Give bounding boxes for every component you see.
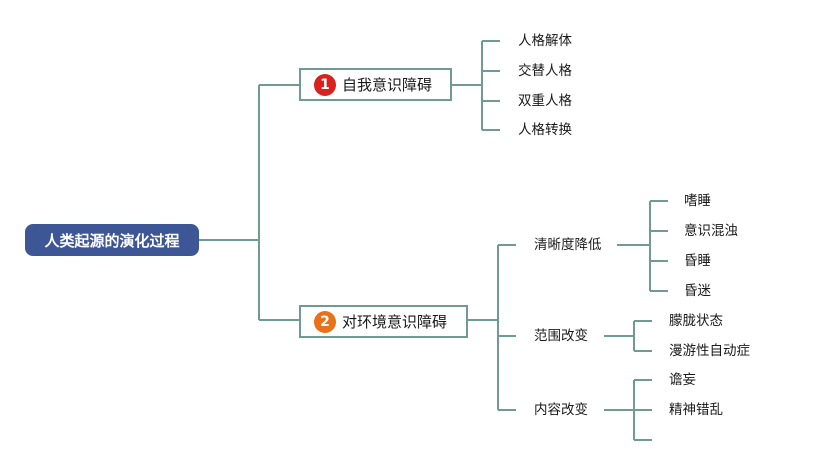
leaf-node: 嗜睡 [684,193,711,209]
leaf-node: 精神错乱 [669,402,723,418]
root-label: 人类起源的演化过程 [44,231,180,250]
number-badge-1: 1 [314,73,336,96]
leaf-node: 昏睡 [684,253,711,269]
subbranch-node: 清晰度降低 [534,237,602,253]
leaf-node: 交替人格 [518,63,572,79]
leaf-node: 漫游性自动症 [669,343,750,359]
leaf-node: 昏迷 [684,283,711,299]
root-node: 人类起源的演化过程 [25,224,199,256]
subbranch-node: 范围改变 [534,328,588,344]
branch-node-environment-awareness: 2 对环境意识障碍 [299,305,468,338]
leaf-node: 朦胧状态 [669,313,723,329]
number-badge-2: 2 [314,310,336,333]
leaf-node: 双重人格 [518,93,572,109]
leaf-node: 意识混浊 [684,223,738,239]
subbranch-node: 内容改变 [534,402,588,418]
leaf-node: 人格转换 [518,122,572,138]
leaf-node: 谵妄 [669,372,696,388]
leaf-node: 人格解体 [518,33,572,49]
branch-label: 自我意识障碍 [342,76,433,94]
branch-node-self-awareness: 1 自我意识障碍 [299,68,452,101]
branch-label: 对环境意识障碍 [342,313,448,331]
